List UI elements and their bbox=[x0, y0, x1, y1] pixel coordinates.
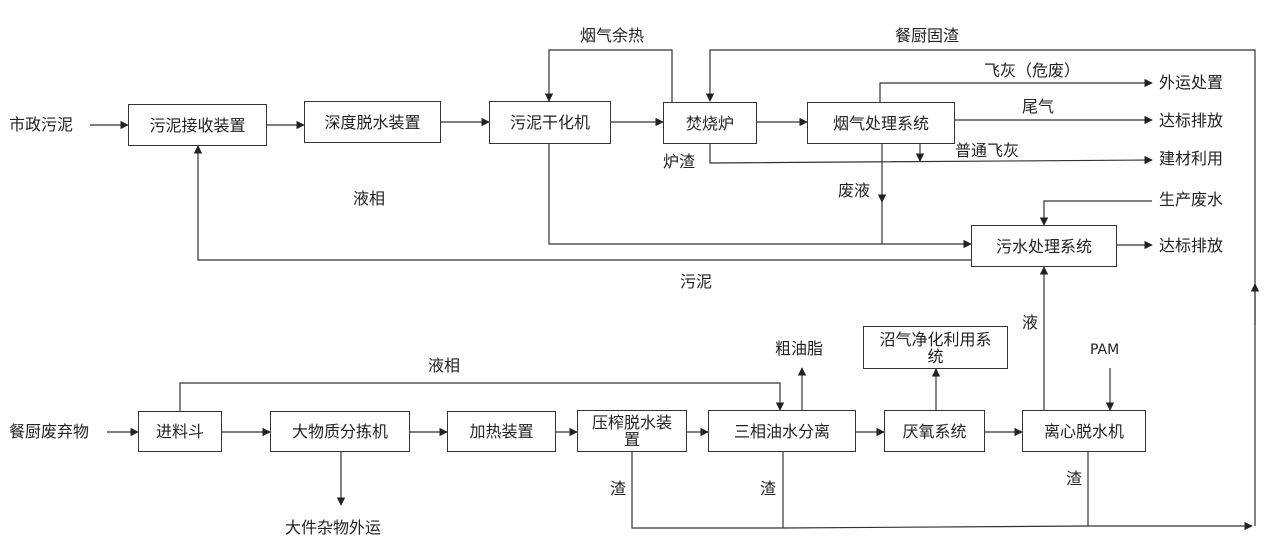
box-heating-device: 加热装置 bbox=[447, 411, 556, 452]
box-flue-gas-system: 烟气处理系统 bbox=[807, 102, 955, 144]
line-press-residue bbox=[631, 452, 783, 529]
label-waste-liquid: 废液 bbox=[838, 181, 871, 200]
label-pam: PAM bbox=[1090, 342, 1120, 358]
box-biogas: 沼气净化利用系统 bbox=[863, 326, 1008, 369]
label-slag-centrifuge: 渣 bbox=[1066, 469, 1083, 488]
label-flue-heat: 烟气余热 bbox=[580, 26, 645, 45]
arrow-flue-heat-loop bbox=[544, 49, 673, 102]
label-liquid: 液 bbox=[1022, 313, 1039, 332]
box-press-dewater: 压榨脱水装置 bbox=[577, 410, 687, 452]
label-tail-gas: 尾气 bbox=[1022, 97, 1055, 116]
box-centrifuge: 离心脱水机 bbox=[1022, 410, 1146, 452]
box-deep-dewater: 深度脱水装置 bbox=[304, 101, 441, 143]
label-liquid-phase-top: 液相 bbox=[353, 189, 386, 208]
label-discharge-top: 达标排放 bbox=[1159, 111, 1224, 130]
label-slag-three-phase: 渣 bbox=[760, 479, 777, 498]
label-kitchen-residue: 餐厨固渣 bbox=[895, 26, 960, 45]
label-furnace-slag: 炉渣 bbox=[663, 152, 696, 171]
label-building-use: 建材利用 bbox=[1159, 149, 1224, 168]
label-bulky-waste: 大件杂物外运 bbox=[285, 518, 382, 537]
label-liquid-phase-bottom: 液相 bbox=[428, 356, 461, 375]
arrow-furnace-slag bbox=[709, 144, 1153, 165]
label-common-fly-ash: 普通飞灰 bbox=[955, 141, 1020, 160]
box-feed-hopper: 进料斗 bbox=[138, 411, 222, 452]
arrow-sludge-return bbox=[193, 145, 971, 261]
box-incinerator: 焚烧炉 bbox=[663, 102, 757, 144]
label-production-wastewater: 生产废水 bbox=[1159, 190, 1224, 209]
arrow-dryer-liquid bbox=[548, 144, 972, 249]
arrow-liquid-phase-bypass bbox=[179, 382, 785, 411]
label-slag-press: 渣 bbox=[610, 479, 627, 498]
box-wastewater-system: 污水处理系统 bbox=[971, 225, 1117, 267]
label-sludge: 污泥 bbox=[680, 272, 713, 291]
box-sorting-machine: 大物质分拣机 bbox=[270, 411, 410, 452]
arrow-production-wastewater bbox=[1039, 200, 1152, 226]
arrow-fly-ash-hazard bbox=[879, 78, 1153, 102]
line-residue-collector bbox=[782, 525, 1089, 529]
label-municipal-sludge: 市政污泥 bbox=[9, 115, 74, 134]
box-sludge-dryer: 污泥干化机 bbox=[489, 101, 611, 144]
arrow-kitchen-residue bbox=[705, 49, 1256, 325]
box-anaerobic: 厌氧系统 bbox=[884, 410, 985, 452]
label-crude-oil: 粗油脂 bbox=[775, 339, 824, 358]
label-fly-ash-hazard: 飞灰（危废） bbox=[984, 61, 1081, 80]
label-offsite-disposal: 外运处置 bbox=[1159, 73, 1224, 92]
box-sludge-receive: 污泥接收装置 bbox=[128, 104, 267, 146]
label-discharge-right: 达标排放 bbox=[1159, 236, 1224, 255]
box-three-phase: 三相油水分离 bbox=[708, 410, 856, 452]
label-kitchen-waste: 餐厨废弃物 bbox=[9, 422, 90, 441]
